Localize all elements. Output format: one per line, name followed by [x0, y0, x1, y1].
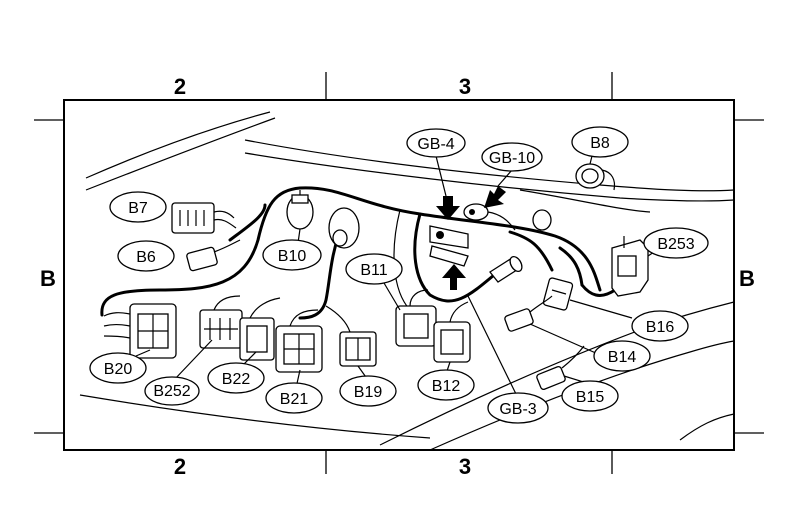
grid-ticks: [34, 72, 764, 474]
connector-b21: [275, 309, 323, 373]
arrow-gb10: [484, 186, 506, 208]
connector-b252: [199, 295, 243, 349]
connector-b11: [395, 289, 437, 347]
callout-b16: B16: [631, 310, 689, 342]
callout-b253: B253: [643, 227, 709, 259]
callout-b12-label: B12: [432, 378, 461, 395]
callout-b6-label: B6: [136, 249, 156, 266]
connector-b19: [325, 305, 377, 367]
component-b253: [611, 236, 649, 297]
callout-b11-label: B11: [360, 262, 387, 279]
callout-gb3: GB-3: [487, 392, 549, 424]
connector-b7: [171, 202, 237, 234]
callout-gb4: GB-4: [406, 128, 466, 158]
callout-b6: B6: [117, 240, 175, 272]
callout-b22-label: B22: [222, 371, 251, 388]
callout-b16-label: B16: [646, 319, 675, 336]
callout-b20: B20: [89, 352, 147, 384]
callout-b22: B22: [207, 362, 265, 394]
callout-b11: B11: [345, 253, 403, 285]
grid-col-bottom-2: 2: [174, 454, 186, 479]
callout-b19-label: B19: [354, 384, 383, 401]
callout-b12: B12: [417, 369, 475, 401]
callout-b14-label: B14: [608, 349, 637, 366]
harness-trunk: [100, 186, 617, 320]
connector-b12: [433, 301, 471, 363]
grid-row-right-b: B: [739, 266, 755, 291]
callout-b10-label: B10: [278, 248, 307, 265]
connector-b6: [186, 239, 241, 272]
callout-b252-label: B252: [153, 383, 190, 400]
grommet: [328, 207, 360, 249]
connector-b15: [536, 345, 585, 391]
diagram-frame: [63, 99, 735, 451]
connector-b14: [504, 295, 553, 332]
callout-b21-label: B21: [280, 391, 309, 408]
grid-col-top-3: 3: [459, 74, 471, 99]
connector-b16: [542, 277, 574, 311]
callout-b8: B8: [571, 126, 629, 158]
callout-b7-label: B7: [128, 200, 148, 217]
callout-gb10: GB-10: [481, 142, 543, 172]
component-b8: [575, 163, 616, 191]
grid-col-bottom-3: 3: [459, 454, 471, 479]
callout-b21: B21: [265, 382, 323, 414]
callout-b15: B15: [561, 380, 619, 412]
callout-b19: B19: [339, 375, 397, 407]
connector-b20: [103, 303, 177, 359]
callout-b8-label: B8: [590, 135, 610, 152]
arrow-gb4: [436, 196, 460, 220]
callout-gb10-label: GB-10: [489, 150, 535, 167]
callout-b14: B14: [593, 340, 651, 372]
ground-terminal-gb10: [463, 203, 516, 231]
callout-b10: B10: [262, 239, 322, 271]
body-panel-contours: [79, 111, 735, 451]
callout-b7: B7: [109, 191, 167, 223]
callout-b20-label: B20: [104, 361, 133, 378]
callout-gb4-label: GB-4: [417, 136, 454, 153]
grid-col-top-2: 2: [174, 74, 186, 99]
callout-b252: B252: [144, 376, 200, 406]
grid-row-left-b: B: [40, 266, 56, 291]
arrow-gb3: [442, 264, 466, 290]
callout-b253-label: B253: [657, 236, 694, 253]
cable-sleeve: [489, 255, 523, 283]
component-b10: [286, 190, 314, 230]
callout-gb3-label: GB-3: [499, 401, 536, 418]
ground-terminal-gb4: [429, 225, 469, 267]
callout-b15-label: B15: [576, 389, 605, 406]
connector-b22: [239, 297, 281, 361]
ground-cap: [532, 209, 552, 231]
